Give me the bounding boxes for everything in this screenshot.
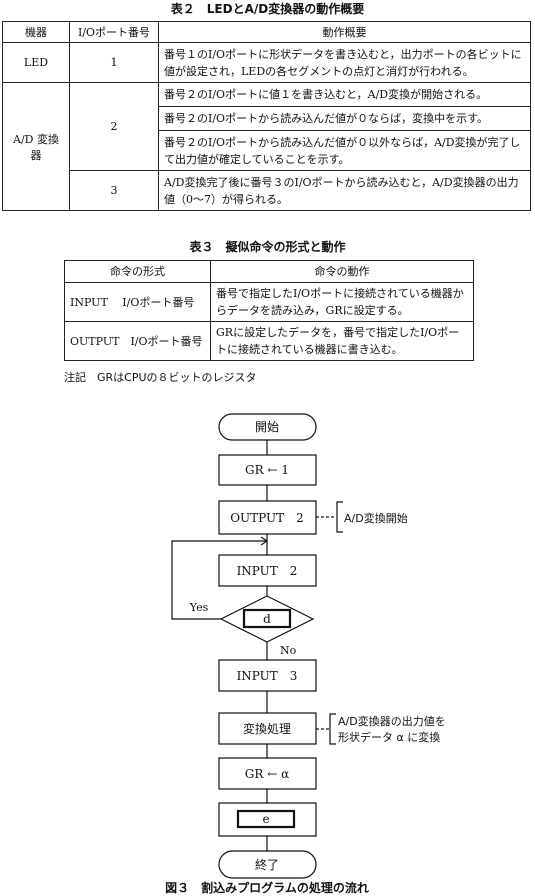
table2-row-ad-3: 3 A/D変換完了後に番号３のI/Oポートから読み込むと，A/D変換器の出力値（…	[3, 170, 531, 211]
comment2-bracket	[329, 713, 336, 745]
yes-loop-line	[171, 540, 267, 620]
step6-label: GR ← α	[245, 767, 289, 781]
step2-label: OUTPUT 2	[230, 511, 304, 525]
blank-e-label: e	[262, 812, 269, 826]
figure3-caption: 図３ 割込みプログラムの処理の流れ	[165, 880, 369, 895]
loop-arrowhead	[260, 536, 269, 546]
table2-row-ad-c: 番号２のI/Oポートから読み込んだ値が０以外ならば，A/D変換が完了して出力値が…	[3, 130, 531, 171]
step3-label: INPUT 2	[237, 564, 298, 578]
table2-ad-desc3: A/D変換完了後に番号３のI/Oポートから読み込むと，A/D変換器の出力値（0〜…	[158, 170, 531, 211]
table2-ad-port3: 3	[69, 170, 159, 211]
table2-ad-desc2c: 番号２のI/Oポートから読み込んだ値が０以外ならば，A/D変換が完了して出力値が…	[158, 130, 531, 171]
table3: 命令の形式 命令の動作 INPUT I/Oポート番号 番号で指定したI/Oポート…	[64, 260, 474, 361]
table3-row-output: OUTPUT I/Oポート番号 GRに設定したデータを，番号で指定したI/Oポー…	[64, 321, 474, 361]
comment2-line1: A/D変換器の出力値を	[338, 714, 446, 728]
blank-e-box	[236, 809, 296, 829]
comment1-label: A/D変換開始	[344, 511, 408, 525]
no-label: No	[280, 644, 297, 657]
step1-label: GR ← 1	[245, 463, 289, 477]
step4-label: INPUT 3	[237, 669, 298, 683]
table2-header-row: 機器 I/Oポート番号 動作概要	[2, 21, 531, 43]
comment1-bracket	[336, 501, 343, 533]
step5-label: 変換処理	[243, 721, 291, 736]
process-conversion	[218, 712, 317, 745]
table2-ad-desc2b: 番号２のI/Oポートから読み込んだ値が０ならば，変換中を示す。	[158, 106, 531, 131]
comment2-line2: 形状データ α に変換	[338, 730, 440, 744]
process-gr-1	[218, 454, 317, 486]
end-label: 終了	[255, 857, 279, 872]
table2-led-port: 1	[69, 42, 159, 83]
table2-row-ad-b: 番号２のI/Oポートから読み込んだ値が０ならば，変換中を示す。	[3, 106, 531, 131]
table3-header-format: 命令の形式	[64, 260, 211, 283]
process-input-3	[218, 659, 317, 692]
table2-row-led: LED 1 番号１のI/Oポートに形状データを書き込むと，出力ポートの各ビットに…	[2, 42, 531, 83]
start-label: 開始	[255, 420, 279, 434]
end-terminator	[218, 850, 317, 879]
table2-row-ad-a: A/D 変換器 2 番号２のI/Oポートに値１を書き込むと，A/D変換が開始され…	[2, 82, 531, 211]
table2-caption: 表２ LEDとA/D変換器の動作概要	[170, 2, 365, 16]
process-input-2	[218, 554, 317, 587]
table3-output-format: OUTPUT I/Oポート番号	[64, 321, 211, 361]
table2: 機器 I/Oポート番号 動作概要 LED 1 番号１のI/Oポートに形状データを…	[2, 21, 531, 211]
decision-label: d	[263, 612, 271, 626]
table3-caption: 表３ 擬似命令の形式と動作	[189, 240, 346, 254]
yes-label: Yes	[189, 601, 209, 614]
table2-header-port: I/Oポート番号	[69, 21, 159, 43]
process-blank-e	[218, 802, 317, 837]
process-output-2	[218, 500, 317, 535]
table2-ad-device: A/D 変換器	[2, 82, 70, 211]
table3-output-action: GRに設定したデータを，番号で指定したI/Oポートに接続されている機器に書き込む…	[210, 321, 474, 361]
process-gr-alpha	[218, 757, 317, 790]
table3-note: 注記 GRはCPUの８ビットのレジスタ	[64, 371, 257, 384]
table2-led-desc: 番号１のI/Oポートに形状データを書き込むと，出力ポートの各ビットに値が設定され…	[158, 42, 531, 83]
decision-blank-box	[242, 608, 292, 629]
